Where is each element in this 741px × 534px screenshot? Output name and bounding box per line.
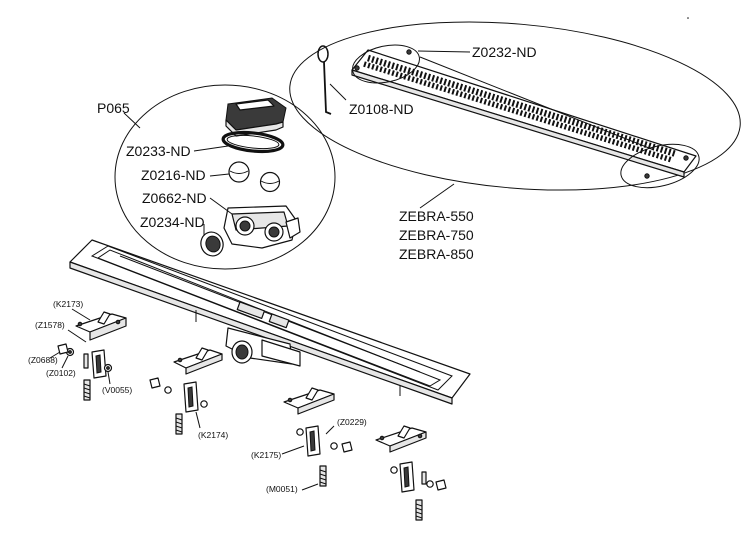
callout-z0108: Z0108-ND	[349, 101, 414, 117]
leg-assembly-3: (Z0229) (K2175) (M0051)	[251, 387, 367, 494]
callout-z0232: Z0232-ND	[472, 44, 537, 60]
callout-z0688: (Z0688)	[28, 355, 58, 365]
callout-z0229: (Z0229)	[337, 417, 367, 427]
callout-zebra750: ZEBRA-750	[399, 227, 474, 243]
callout-z0662: Z0662-ND	[142, 190, 207, 206]
siphon-kit-ellipse	[114, 84, 336, 270]
callout-z0216: Z0216-ND	[141, 167, 206, 183]
callout-p065: P065	[97, 100, 130, 116]
drain-channel-part	[69, 239, 471, 405]
siphon-body-part	[223, 205, 301, 249]
grate-group: Z0232-ND Z0108-ND ZEBRA-550 ZEBRA-750 ZE…	[289, 21, 741, 262]
callout-v0055: (V0055)	[102, 385, 132, 395]
callout-z0234: Z0234-ND	[140, 214, 205, 230]
grate-detail-right	[620, 143, 700, 189]
siphon-kit-group: P065 Z0233-ND Z0216-ND Z0662-ND Z0234-ND	[97, 84, 336, 270]
grate-ellipse	[289, 21, 741, 191]
callout-k2174: (K2174)	[198, 430, 228, 440]
leg-assembly-4	[375, 425, 447, 521]
grate-detail-left	[352, 44, 420, 84]
siphon-cap-part	[225, 97, 287, 137]
callout-z1578: (Z1578)	[35, 320, 65, 330]
drain-outlet	[225, 327, 301, 367]
callout-k2175: (K2175)	[251, 450, 281, 460]
corner-dot	[687, 17, 689, 19]
ring-nut-part	[200, 231, 224, 257]
leg-assembly-1: (K2173) (Z1578) (Z0688) (Z0102) (V0055)	[28, 299, 132, 401]
callout-k2173: (K2173)	[53, 299, 83, 309]
float-balls-part	[228, 161, 281, 193]
lifting-key-part	[317, 45, 332, 115]
seal-ring-part	[221, 130, 285, 154]
callout-zebra850: ZEBRA-850	[399, 246, 474, 262]
callout-m0051: (M0051)	[266, 484, 298, 494]
callout-z0102: (Z0102)	[46, 368, 76, 378]
callout-z0233: Z0233-ND	[126, 143, 191, 159]
grate-part	[351, 49, 697, 179]
leg-assembly-2: (K2174)	[149, 347, 228, 440]
callout-zebra550: ZEBRA-550	[399, 208, 474, 224]
